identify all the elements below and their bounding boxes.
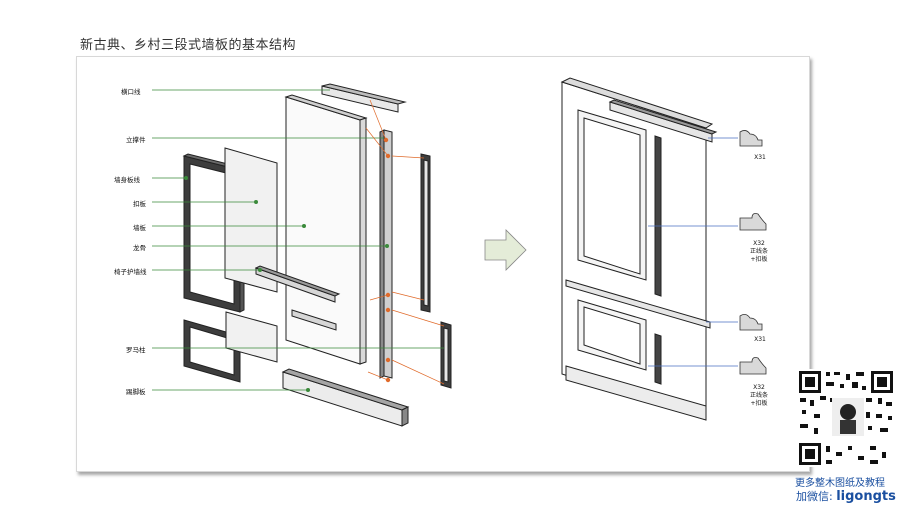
qr-code [797,369,895,467]
left-leader-lines [152,89,444,391]
label-longgu: 龙骨 [133,244,146,252]
connection-dots [383,137,391,383]
leader-dots [184,176,389,392]
profile-x31-lower [739,314,763,331]
label-liquan: 立撑件 [126,136,146,144]
label-hengkou: 横口线 [121,88,141,96]
promo-prefix: 加微信: [796,490,837,503]
promo-wechat-id: ligongts [836,489,896,504]
connection-lines [365,99,445,385]
wall-panel-part [284,94,368,365]
label-qiangshen: 墙身板线 [114,176,140,184]
page-title: 新古典、乡村三段式墙板的基本结构 [80,38,297,53]
label-tijiao: 踢脚板 [126,388,146,396]
profile-label-4-line3: +扣板 [750,400,768,407]
profile-x31-upper [739,130,763,147]
assembled-panel [560,77,718,421]
label-luoma: 罗马柱 [126,346,146,354]
profile-label-2-line2: 正线条 [749,248,768,255]
profile-x32-upper [739,213,767,231]
profile-label-4-line1: X32 [753,384,765,391]
skirting-part [281,368,410,427]
promo-line2: 加微信: ligongts [796,488,896,504]
inset-panel-part [224,147,278,293]
profile-label-4-line2: 正线条 [749,392,768,399]
profile-label-3: X31 [754,336,766,343]
label-yizi: 椅子护墙线 [114,268,147,276]
profile-label-2-line3: +扣板 [750,256,768,263]
label-kouban: 扣板 [133,200,146,208]
lower-inset-part [225,311,278,363]
promo-line1: 更多整木图纸及教程 [795,478,885,489]
right-leader-lines [648,137,738,367]
profile-label-2-line1: X32 [753,240,765,247]
chair-rail-part [254,265,341,303]
profile-label-1: X31 [754,154,766,161]
profile-label-2: X32 正线条 +扣板 [744,240,774,264]
keel-part [379,129,393,379]
profile-label-4: X32 正线条 +扣板 [744,384,774,408]
mid-rail-part [291,309,337,331]
transform-arrow [484,229,527,271]
profile-x32-lower [739,357,767,375]
label-qiangban: 墙板 [133,224,146,232]
cornice-part [321,83,407,113]
